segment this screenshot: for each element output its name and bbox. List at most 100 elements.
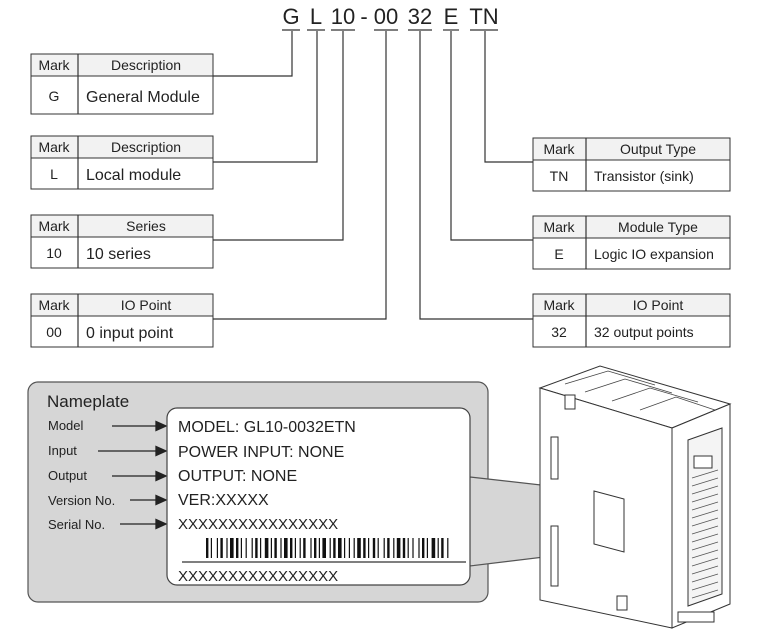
nameplate-power-input: POWER INPUT: NONE [178,444,344,461]
cell-io-point: 32 output points [594,324,694,340]
header-mark: Mark [543,297,575,313]
cell-description: General Module [86,89,200,106]
header-mark: Mark [38,297,70,313]
header-mark: Mark [38,139,70,155]
cell-description: Local module [86,167,181,184]
terminal-slot [691,581,719,591]
header-mark: Mark [543,219,575,235]
header-mark: Mark [543,141,575,157]
table-output-type: Mark Output Type TN Transistor (sink) [532,137,731,192]
nameplate-version: VER:XXXXX [178,492,269,509]
header-mark: Mark [38,218,70,234]
barcode-bar [210,538,212,558]
code-char-input: 00 [374,4,398,29]
barcode-bar [377,538,379,558]
barcode-bar [318,538,320,558]
header-series: Series [126,218,166,234]
terminal-slot [691,525,719,535]
barcode-bar [236,538,239,558]
terminal-slot [691,477,719,487]
barcode-bar [402,538,406,558]
io-module-device-image [538,365,732,629]
table-module-type: Mark Module Type E Logic IO expansion [532,215,731,270]
terminal-slot [691,485,719,495]
barcode-bar [441,538,444,558]
table-series: Mark Series 10 10 series [30,214,214,269]
barcode-bar [344,538,346,558]
barcode-bar [338,538,342,558]
barcode-bar [329,538,331,558]
barcode-bar [290,538,293,558]
barcode-bar [216,538,218,558]
barcode-bar [357,538,361,558]
barcode-bar [426,538,428,558]
terminal-slot [691,469,719,479]
terminal-slot [691,493,719,503]
table-general: Mark Description G General Module [30,53,214,115]
barcode-bar [230,538,234,558]
barcode-bar [245,538,247,558]
cell-mark: 10 [46,245,62,261]
barcode-bar [396,538,401,558]
barcode-bar [299,538,301,558]
barcode-bar [284,538,288,558]
header-io-point: IO Point [121,297,172,313]
barcode-bar [280,538,282,558]
terminal-slot [691,565,719,575]
barcode-bar [353,538,355,558]
barcode-bar [348,538,350,558]
code-char-module: E [444,4,459,29]
barcode-bar [206,538,209,558]
terminal-slot [691,589,719,599]
connector-lines [213,31,533,320]
cell-mark: G [49,88,60,104]
terminal-slot [691,573,719,583]
barcode-bar [447,538,449,558]
barcode-bar [220,538,223,558]
cell-output-type: Transistor (sink) [594,168,694,184]
barcode-bar [363,538,366,558]
code-char-series: 10 [331,4,355,29]
barcode-bar [310,538,312,558]
barcode-bar [437,538,439,558]
nameplate-panel: Nameplate Model Input Output Version No.… [27,381,595,603]
header-mark: Mark [38,57,70,73]
cell-module-type: Logic IO expansion [594,246,714,262]
barcode-bar [264,538,269,558]
nameplate-output: OUTPUT: NONE [178,468,297,485]
barcode-bar [383,538,385,558]
label-input: Input [48,443,77,458]
model-code: G L 10 - 00 32 E TN [282,4,499,31]
code-char-output-type: TN [469,4,498,29]
header-description: Description [111,139,181,155]
terminal-slot [691,533,719,543]
table-output-io: Mark IO Point 32 32 output points [532,293,731,348]
terminal-slot [691,549,719,559]
barcode-bar [303,538,306,558]
cell-mark: E [554,246,563,262]
table-input-io: Mark IO Point 00 0 input point [30,293,214,348]
barcode-bar [255,538,258,558]
nameplate-serial-bottom: XXXXXXXXXXXXXXXX [178,568,338,585]
label-serial: Serial No. [48,517,105,532]
nameplate-title: Nameplate [47,392,129,411]
barcode-bar [251,538,253,558]
barcode-bar [387,538,390,558]
nameplate-model: MODEL: GL10-0032ETN [178,419,356,436]
barcode-bar [372,538,376,558]
barcode-bar [368,538,370,558]
cell-mark: 32 [551,324,567,340]
barcode-bar [270,538,272,558]
cell-mark: 00 [46,324,62,340]
barcode-bar [240,538,242,558]
barcode-bar [393,538,395,558]
nameplate-serial-top: XXXXXXXXXXXXXXXX [178,516,338,533]
barcode-bar [431,538,436,558]
terminal-slot [691,541,719,551]
barcode-bar [294,538,296,558]
cell-mark: TN [550,168,569,184]
barcode-bar [322,538,326,558]
header-io-point: IO Point [633,297,684,313]
arrow-icon [98,420,168,530]
